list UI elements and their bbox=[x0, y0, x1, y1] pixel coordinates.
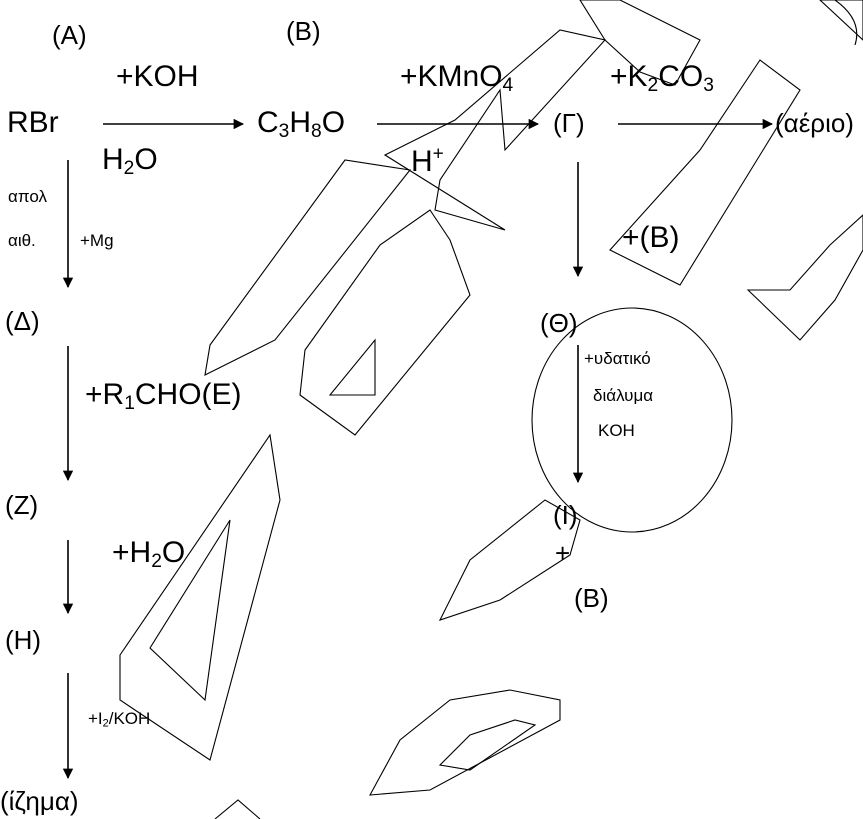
plus-sign: + bbox=[555, 538, 571, 568]
reagent-h2o: H2O bbox=[102, 143, 158, 179]
watermark-letter-kappa bbox=[383, 29, 607, 231]
watermark-letter-iota bbox=[204, 159, 412, 376]
label-b: (B) bbox=[286, 16, 321, 46]
compound-rbr: RBr bbox=[7, 106, 59, 139]
watermark-letter-iota-2 bbox=[609, 59, 801, 286]
label-precipitate: (ίζημα) bbox=[0, 786, 79, 816]
watermark-letter-gamma bbox=[438, 499, 581, 621]
watermark-letter-bottom bbox=[369, 689, 561, 796]
watermark-corner-marks bbox=[214, 0, 858, 819]
label-delta: (Δ) bbox=[5, 306, 40, 336]
reagent-kmno4: +KMnO4 bbox=[400, 60, 514, 96]
reagent-aq-3: KOH bbox=[598, 421, 635, 440]
reagent-r1cho: +R1CHO(E) bbox=[85, 378, 242, 414]
watermark-letter-delta bbox=[119, 433, 281, 761]
reagent-aq-2: διάλυμα bbox=[593, 386, 654, 405]
reagent-solvent-2: αιθ. bbox=[8, 231, 36, 250]
reagent-plus-b: +(B) bbox=[622, 221, 680, 254]
label-gas: (αέριο) bbox=[775, 108, 854, 138]
label-h: (H) bbox=[5, 625, 42, 655]
watermark-letter-alpha bbox=[299, 209, 471, 436]
label-i: (I) bbox=[553, 500, 578, 530]
label-a: (A) bbox=[52, 20, 87, 50]
watermark-letter-sigma bbox=[746, 0, 863, 341]
reagent-k2co3: +K2CO3 bbox=[610, 60, 714, 96]
reagent-water: +H2O bbox=[112, 536, 186, 572]
label-z: (Z) bbox=[5, 490, 39, 520]
reagent-solvent-1: απολ bbox=[8, 187, 47, 206]
reagent-hplus: H+ bbox=[411, 143, 444, 178]
watermark-letter-rho bbox=[579, 0, 701, 86]
label-gamma: (Γ) bbox=[553, 108, 585, 138]
compound-c3h8o: C3H8O bbox=[257, 106, 346, 142]
watermark-letter-omicron-circle bbox=[531, 307, 733, 533]
reagent-koh: +KOH bbox=[116, 60, 199, 93]
reagent-i2-koh: +I2/KOH bbox=[88, 709, 151, 730]
reagent-aq-1: +υδατικό bbox=[584, 349, 651, 368]
label-b-product: (B) bbox=[574, 583, 609, 613]
reagent-mg: +Mg bbox=[80, 231, 114, 250]
label-theta: (Θ) bbox=[540, 308, 578, 338]
